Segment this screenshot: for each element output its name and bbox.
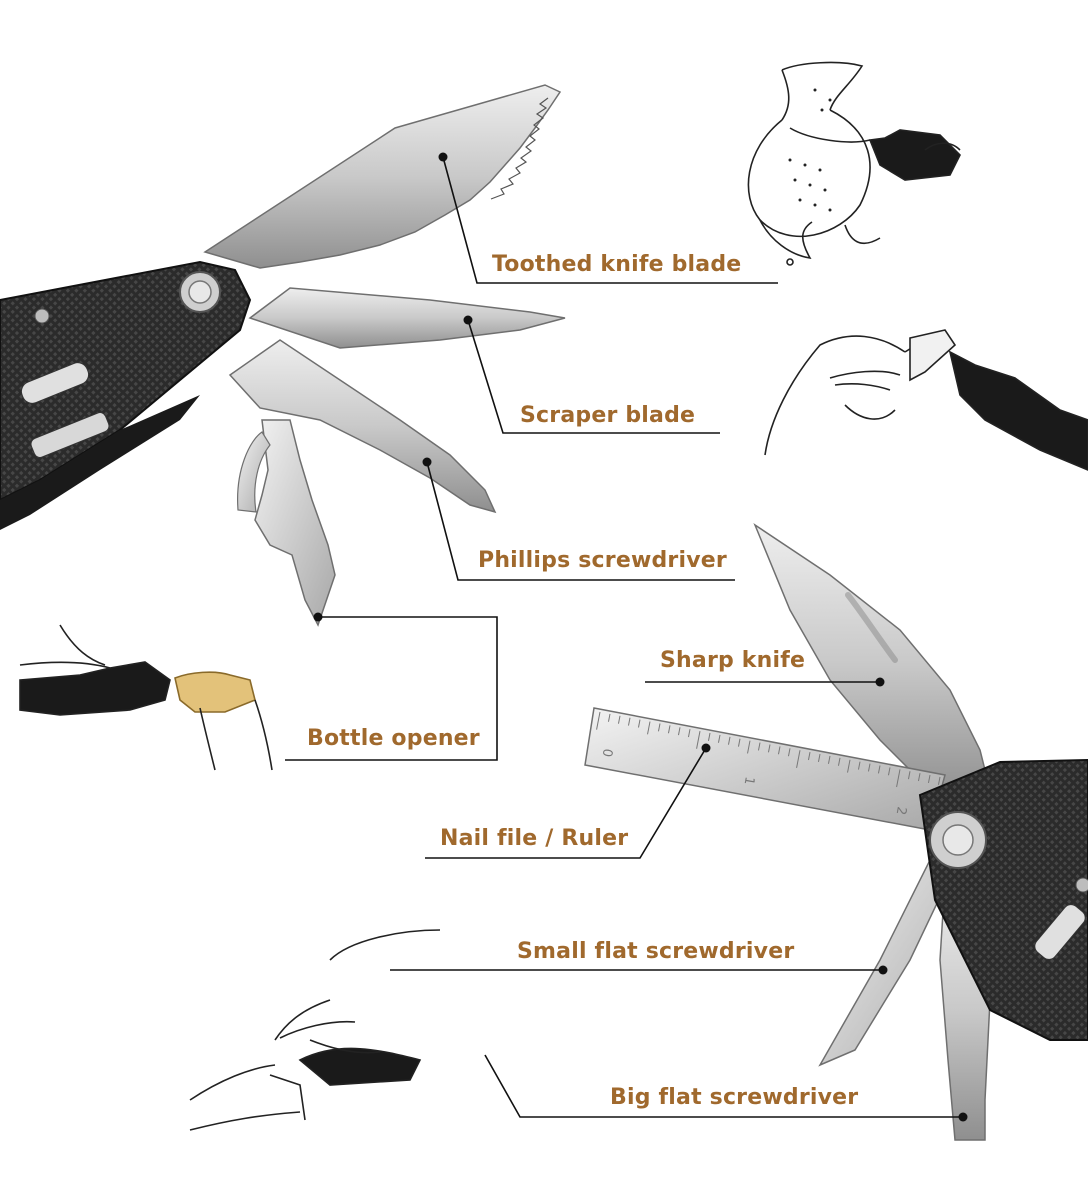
ruler-tick (787, 748, 791, 757)
blade-teeth (490, 97, 549, 200)
ruler-tick (907, 771, 911, 780)
ruler-tick (847, 759, 851, 773)
ruler-tick (677, 727, 681, 736)
bottle-opening-sketch (19, 624, 273, 771)
ruler-tick (827, 755, 831, 764)
ruler-tick (857, 761, 861, 770)
ruler-tick (807, 752, 811, 761)
ruler-tick (607, 713, 611, 722)
top-multitool (0, 84, 566, 627)
ruler-tick (617, 715, 621, 724)
ruler-tick (637, 719, 641, 728)
ruler-tick (877, 765, 881, 774)
ruler-mark-2: 2 (893, 805, 909, 816)
label-big-flat-screwdriver: Big flat screwdriver (610, 1085, 859, 1110)
leader-phillips (426, 461, 735, 581)
leader-big-flat (484, 1054, 963, 1118)
ruler-tick (757, 742, 761, 751)
ruler-tick (627, 717, 631, 726)
toothed-knife-blade (203, 84, 562, 269)
ruler-tick (727, 736, 731, 745)
ruler-tick (777, 746, 781, 755)
ruler-tick (867, 763, 871, 772)
ruler-mark-0: 0 (599, 747, 615, 758)
ruler-mark-1: 1 (741, 775, 757, 786)
label-phillips-screwdriver: Phillips screwdriver (478, 548, 727, 573)
fish-scaling-sketch (747, 61, 961, 266)
ruler-tick (596, 711, 601, 730)
ruler-tick (747, 740, 751, 754)
ruler-tick (887, 767, 891, 776)
ruler-tick (927, 774, 931, 784)
label-small-flat-screwdriver: Small flat screwdriver (517, 939, 795, 964)
ruler-tick (896, 769, 901, 788)
bottle-opener-shape (254, 419, 336, 627)
leader-bottle-opener (285, 616, 498, 761)
scraper-blade (248, 287, 566, 349)
ruler-tick (917, 773, 921, 782)
ruler-tick (707, 732, 711, 741)
ruler-tick (817, 753, 821, 762)
label-sharp-knife: Sharp knife (660, 648, 806, 673)
ruler-tick (737, 738, 741, 747)
whittling-hand-sketch (764, 329, 1088, 471)
label-toothed-knife-blade: Toothed knife blade (492, 252, 742, 277)
ruler-tick (667, 725, 671, 734)
leader-toothed-knife (442, 156, 778, 284)
leader-nail-file (425, 747, 707, 859)
label-nail-file-ruler: Nail file / Ruler (440, 826, 629, 851)
label-bottle-opener: Bottle opener (307, 726, 480, 751)
bottom-multitool: 0 1 2 (584, 523, 1088, 1141)
leader-scraper (467, 319, 720, 434)
ruler-tick (687, 729, 691, 738)
ruler-tick (717, 734, 721, 743)
ruler-tick (647, 721, 651, 735)
label-scraper-blade: Scraper blade (520, 403, 696, 428)
leader-lines (285, 152, 968, 1122)
screwdriving-hand-sketch (189, 929, 441, 1131)
ruler-tick (696, 731, 701, 749)
ruler-tick (767, 744, 771, 753)
ruler-tick (837, 757, 841, 766)
ruler-tick (657, 723, 661, 732)
ruler-tick (796, 750, 801, 768)
ruler-tick (937, 776, 941, 785)
